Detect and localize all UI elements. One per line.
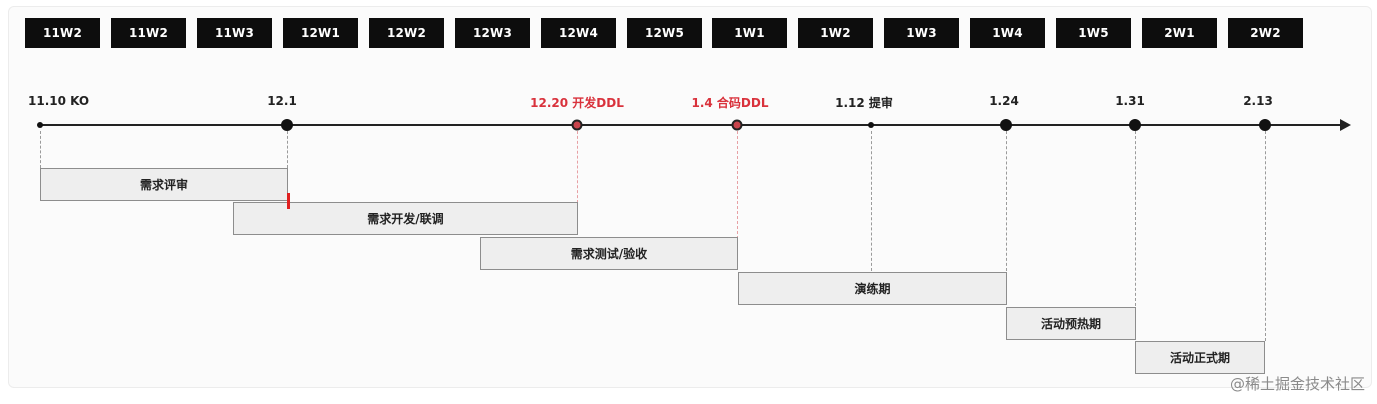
milestone-label-dec1: 12.1: [267, 94, 297, 108]
milestone-label-jan24: 1.24: [989, 94, 1019, 108]
task-bar-requirement-review: 需求评审: [40, 168, 288, 201]
task-label: 需求评审: [139, 178, 188, 192]
red-marker: [287, 193, 290, 209]
milestone-guide-line: [737, 131, 738, 239]
week-label: 1W5: [1056, 18, 1131, 48]
week-label: 12W4: [541, 18, 616, 48]
week-label: 2W1: [1142, 18, 1217, 48]
task-label: 活动预热期: [1040, 317, 1101, 331]
task-bar-warmup: 活动预热期: [1006, 307, 1136, 340]
task-label: 演练期: [854, 282, 891, 296]
milestone-guide-line: [40, 131, 41, 168]
milestone-label-kickoff: 11.10 KO: [28, 94, 90, 108]
milestone-guide-line: [577, 131, 578, 203]
week-label: 12W3: [455, 18, 530, 48]
deadline-dot: [731, 119, 743, 131]
week-label: 1W3: [884, 18, 959, 48]
milestone-label-submit-review: 1.12 提审: [835, 96, 893, 110]
task-bar-rehearsal: 演练期: [738, 272, 1007, 305]
milestone-dot: [1259, 119, 1271, 131]
milestone-label-dev-ddl: 12.20 开发DDL: [530, 96, 624, 110]
timeline-axis: [38, 124, 1342, 126]
task-bar-development: 需求开发/联调: [233, 202, 578, 235]
milestone-guide-line: [871, 131, 872, 271]
week-label: 11W3: [197, 18, 272, 48]
task-bar-testing: 需求测试/验收: [480, 237, 738, 270]
week-label: 12W5: [627, 18, 702, 48]
milestone-label-feb13: 2.13: [1243, 94, 1273, 108]
milestone-guide-line: [287, 131, 288, 168]
milestone-dot: [1129, 119, 1141, 131]
milestone-dot: [868, 122, 874, 128]
task-label: 需求测试/验收: [570, 247, 648, 261]
week-label: 11W2: [25, 18, 100, 48]
week-label: 1W2: [798, 18, 873, 48]
milestone-dot: [1000, 119, 1012, 131]
task-bar-official: 活动正式期: [1135, 341, 1265, 374]
week-label: 1W1: [712, 18, 787, 48]
milestone-label-jan31: 1.31: [1115, 94, 1145, 108]
deadline-dot: [571, 119, 583, 131]
week-label: 1W4: [970, 18, 1045, 48]
milestone-label-merge-ddl: 1.4 合码DDL: [691, 96, 769, 110]
milestone-dot: [281, 119, 293, 131]
task-label: 需求开发/联调: [367, 212, 444, 226]
milestone-guide-line: [1006, 131, 1007, 271]
milestone-guide-line: [1265, 131, 1266, 341]
milestone-dot: [37, 122, 43, 128]
week-label: 11W2: [111, 18, 186, 48]
task-label: 活动正式期: [1169, 351, 1230, 365]
week-label: 2W2: [1228, 18, 1303, 48]
axis-arrow-icon: [1340, 119, 1351, 131]
week-label: 12W1: [283, 18, 358, 48]
week-label: 12W2: [369, 18, 444, 48]
milestone-guide-line: [1135, 131, 1136, 306]
source-watermark: @稀土掘金技术社区: [1229, 375, 1365, 393]
